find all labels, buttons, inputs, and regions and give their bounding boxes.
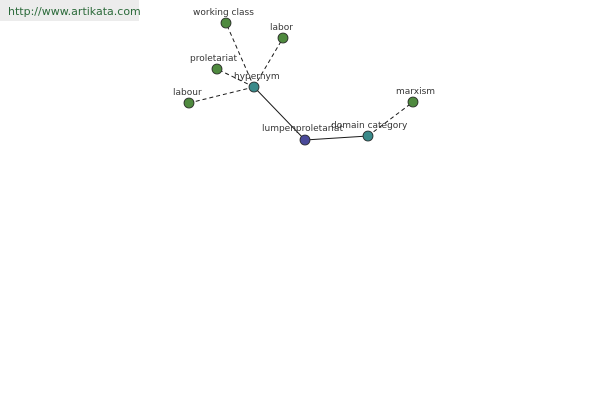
node-labor[interactable]: labor: [270, 23, 293, 44]
node-label-lumpenproletariat: lumpenproletariat: [262, 124, 343, 134]
node-label-marxism: marxism: [396, 87, 435, 97]
url-link[interactable]: http://www.artikata.com: [8, 5, 141, 18]
node-marker-working-class[interactable]: [220, 17, 232, 29]
node-label-domain-category: domain category: [331, 121, 408, 131]
node-marker-hypernym[interactable]: [248, 81, 260, 93]
node-marker-domain-category[interactable]: [362, 130, 374, 142]
edge-layer: [188, 22, 414, 141]
node-marker-lumpenproletariat[interactable]: [299, 134, 311, 146]
node-hypernym[interactable]: hypernym: [234, 72, 280, 93]
edge-lumpenproletariat-domain-category: [304, 135, 369, 141]
edge-domain-category-marxism: [367, 101, 414, 137]
edge-lumpenproletariat-hypernym: [253, 86, 306, 141]
node-marker-proletariat[interactable]: [211, 63, 223, 75]
node-domain-category[interactable]: domain category: [331, 121, 408, 142]
node-label-proletariat: proletariat: [190, 54, 238, 64]
node-label-labour: labour: [173, 88, 202, 98]
node-marker-labour[interactable]: [183, 97, 195, 109]
node-lumpenproletariat[interactable]: lumpenproletariat: [262, 124, 343, 146]
node-layer: lumpenproletariat hypernym domain category…: [173, 8, 435, 146]
node-working-class[interactable]: working class: [193, 8, 254, 29]
node-marker-labor[interactable]: [277, 32, 289, 44]
node-marker-marxism[interactable]: [407, 96, 419, 108]
edge-hypernym-labor: [253, 37, 284, 88]
node-label-hypernym: hypernym: [234, 72, 280, 82]
node-labour[interactable]: labour: [173, 88, 202, 109]
node-label-working-class: working class: [193, 8, 254, 18]
node-label-labor: labor: [270, 23, 293, 33]
node-marxism[interactable]: marxism: [396, 87, 435, 108]
url-banner: http://www.artikata.com: [0, 0, 141, 21]
edge-hypernym-working-class: [225, 22, 255, 88]
node-proletariat[interactable]: proletariat: [190, 54, 238, 75]
